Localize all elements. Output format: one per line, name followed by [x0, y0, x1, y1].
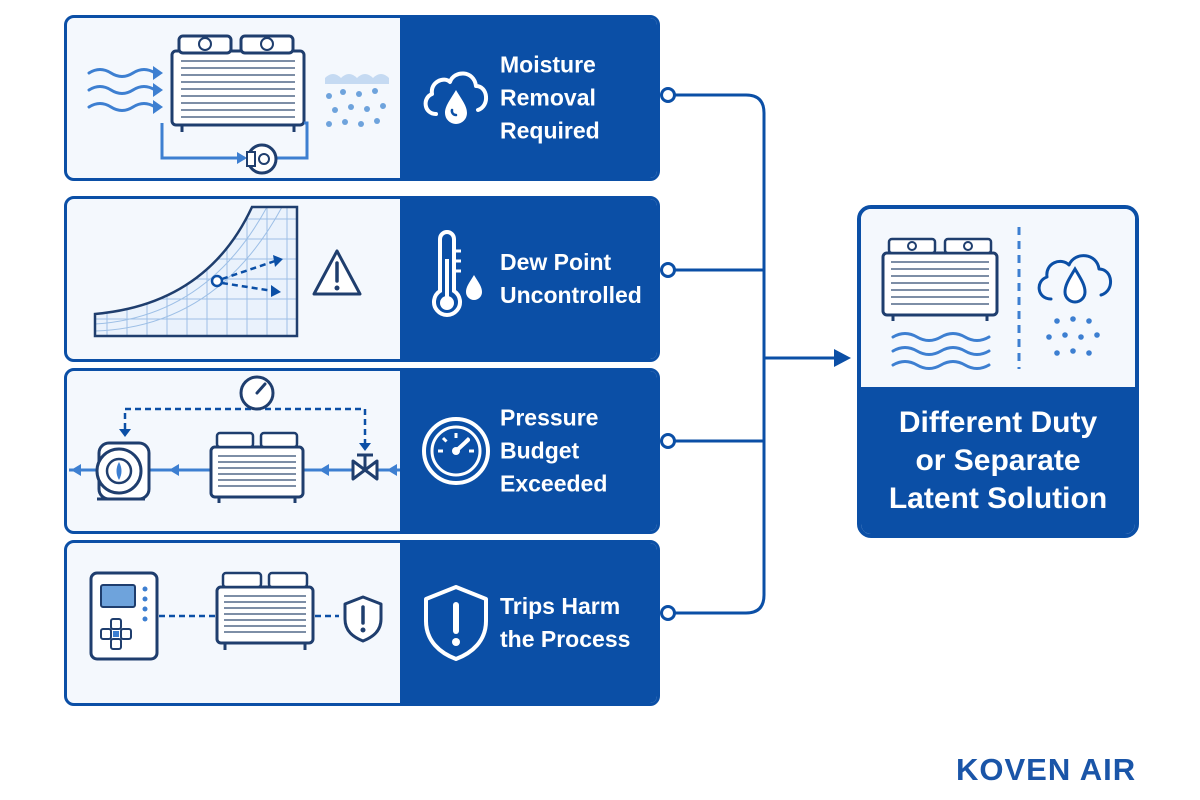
flow-card-label: Dew Point Uncontrolled — [500, 249, 642, 308]
flow-card-panel: Dew Point Uncontrolled — [400, 199, 657, 359]
psychrometric-chart-illustration — [93, 205, 362, 338]
pressure-gauge-icon — [422, 417, 490, 485]
flow-card-dew-point: Dew Point Uncontrolled — [64, 196, 660, 362]
shield-alert-icon — [424, 585, 488, 661]
controller-unit-illustration — [89, 571, 383, 661]
flow-card-label: Moisture Removal Required — [500, 51, 600, 144]
flow-card-trips: Trips Harm the Process — [64, 540, 660, 706]
flow-card-label: Trips Harm the Process — [500, 593, 631, 652]
dehumidifier-illustration — [87, 34, 389, 175]
result-label: Different Duty or Separate Latent Soluti… — [888, 405, 1108, 515]
cloud-water-drop-icon — [423, 71, 488, 124]
pressure-loop-illustration — [69, 375, 400, 503]
flow-card-panel: Trips Harm the Process — [400, 543, 657, 703]
brand-logo: KOVEN AIR — [956, 752, 1137, 787]
result-card: Different Duty or Separate Latent Soluti… — [857, 205, 1139, 538]
flow-card-pressure: Pressure Budget Exceeded — [64, 368, 660, 534]
result-illustration-area — [861, 209, 1135, 387]
separate-latent-illustration — [881, 227, 1112, 370]
flow-card-panel: Moisture Removal Required — [400, 18, 657, 178]
result-panel: Different Duty or Separate Latent Soluti… — [861, 387, 1135, 534]
flow-card-panel: Pressure Budget Exceeded — [400, 371, 657, 531]
flow-card-label: Pressure Budget Exceeded — [500, 404, 608, 497]
thermometer-drop-icon — [432, 230, 482, 317]
flow-card-moisture: Moisture Removal Required — [64, 15, 660, 181]
